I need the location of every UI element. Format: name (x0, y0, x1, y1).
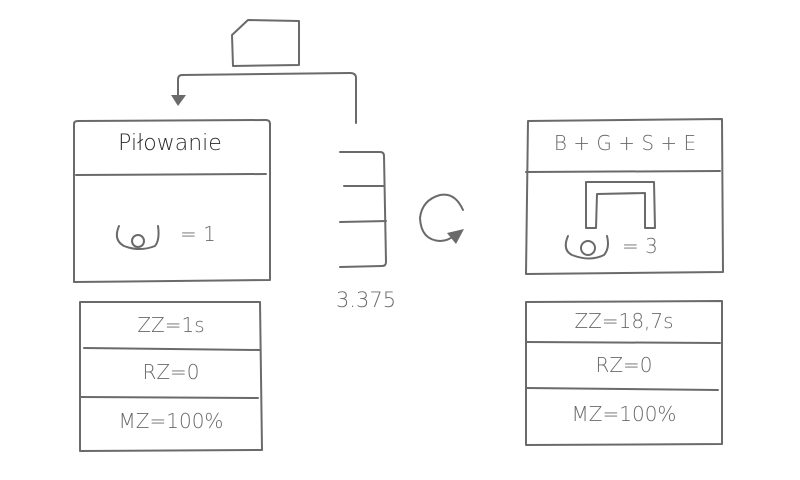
data-row-right-1: RZ=0 (595, 353, 653, 377)
flow-arrowhead (171, 95, 186, 106)
machine-frame (585, 181, 656, 229)
supplier-shape (231, 19, 300, 67)
flow-connector (177, 72, 357, 124)
operator-count-right: = 3 (622, 234, 658, 258)
data-box-left (79, 301, 263, 452)
data-row-left-1: RZ=0 (142, 360, 200, 384)
inventory-value: 3.375 (335, 288, 397, 312)
data-row-left-2: MZ=100% (118, 409, 224, 433)
process-title-right: B + G + S + E (553, 131, 697, 155)
cycle-arrowhead (447, 229, 464, 244)
process-box-left (73, 119, 271, 283)
operator-count-left: = 1 (180, 222, 216, 246)
inventory-stack (339, 151, 387, 268)
cycle-arrow (419, 193, 464, 242)
process-divider-right (525, 170, 721, 173)
data-row-right-2: MZ=100% (571, 402, 677, 426)
operator-icon-left (115, 225, 160, 250)
data-row-right-0: ZZ=18,7s (574, 309, 674, 333)
process-box-right (525, 118, 724, 275)
data-box-right (525, 300, 723, 446)
process-title-left: Piłowanie (118, 131, 222, 156)
process-divider-left (75, 173, 267, 176)
operator-icon-right (564, 235, 609, 260)
data-row-left-0: ZZ=1s (137, 313, 205, 337)
